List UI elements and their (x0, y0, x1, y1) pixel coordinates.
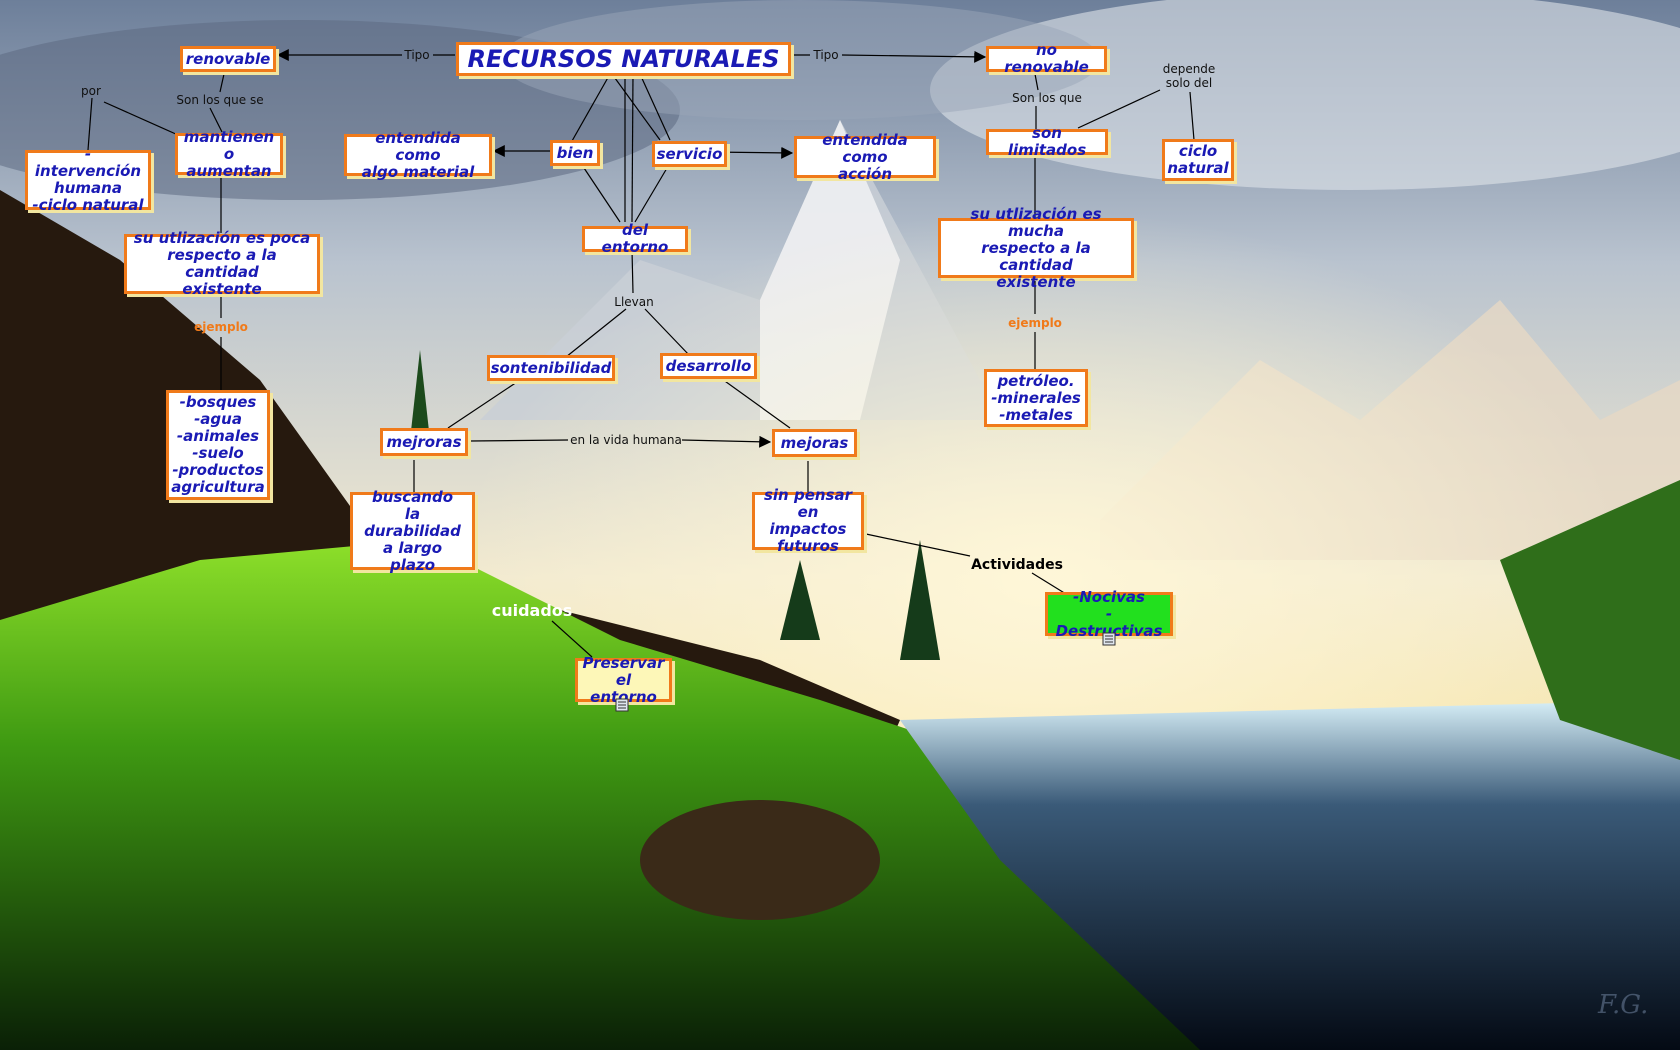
label-ejemplo-right: ejemplo (1008, 316, 1062, 330)
node-sontenibilidad: sontenibilidad (487, 355, 615, 381)
node-no-renovable: no renovable (986, 46, 1107, 72)
label-actividades: Actividades (971, 558, 1063, 572)
node-desarrollo: desarrollo (660, 353, 757, 379)
note-icon[interactable] (615, 698, 629, 712)
node-entendida-como-algo-material: entendida como algo material (344, 134, 492, 176)
node-mejroras: mejroras (380, 428, 468, 456)
node-entendida-como-accion: entendida como acción (794, 136, 936, 178)
label-depende-solo-del: depende solo del (1163, 62, 1216, 90)
label-por: por (81, 84, 101, 98)
note-icon[interactable] (1102, 632, 1116, 646)
node-utilizacion-poca: su utlización es poca respecto a la cant… (124, 234, 320, 294)
label-tipo-left: Tipo (404, 48, 429, 62)
node-preservar-el-entorno: Preservar el entorno (575, 658, 672, 702)
node-ciclo-natural: ciclo natural (1162, 139, 1234, 181)
node-bien: bien (550, 140, 600, 166)
node-intervencion-humana: - intervención humana -ciclo natural (25, 150, 151, 210)
node-ejemplos-no-renovable: petróleo. -minerales -metales (984, 369, 1088, 427)
node-mejoras: mejoras (772, 429, 857, 457)
label-son-los-que-se: Son los que se (176, 93, 263, 107)
node-servicio: servicio (652, 141, 727, 167)
node-utilizacion-mucha: su utlización es mucha respecto a la can… (938, 218, 1134, 278)
node-ejemplos-renovable: -bosques -agua -animales -suelo -product… (166, 390, 270, 500)
artist-signature: F.G. (1598, 990, 1648, 1020)
label-son-los-que: Son los que (1012, 91, 1082, 105)
label-llevan: Llevan (614, 295, 653, 309)
node-recursos-naturales: RECURSOS NATURALES (456, 42, 791, 76)
label-ejemplo-left: ejemplo (194, 320, 248, 334)
node-sin-pensar: sin pensar en impactos futuros (752, 492, 864, 550)
node-son-limitados: son limitados (986, 129, 1108, 155)
label-tipo-right: Tipo (813, 48, 838, 62)
node-del-entorno: del entorno (582, 226, 688, 252)
node-nocivas-destructivas: -Nocivas - Destructivas (1045, 592, 1173, 636)
node-buscando-durabilidad: buscando la durabilidad a largo plazo (350, 492, 475, 570)
node-mantienen-o-aumentan: mantienen o aumentan (175, 133, 283, 175)
node-renovable: renovable (180, 46, 276, 72)
label-cuidados: cuidados (492, 604, 573, 618)
label-en-la-vida-humana: en la vida humana (570, 433, 682, 447)
